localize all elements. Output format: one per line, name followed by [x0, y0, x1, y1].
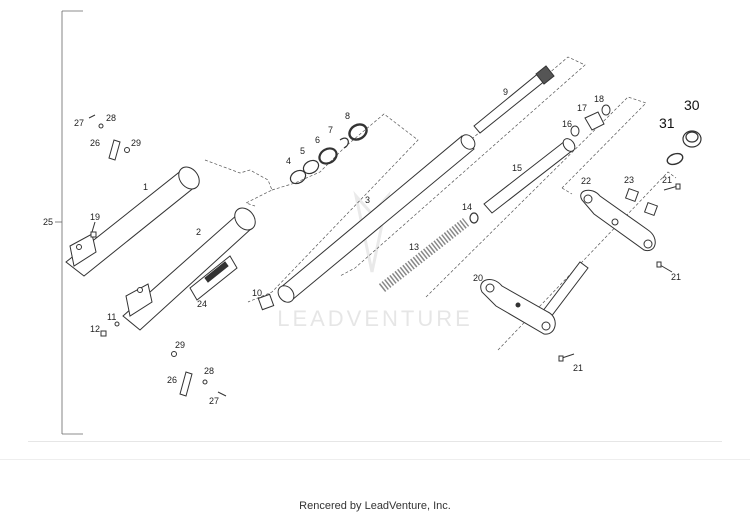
leader-lines — [204, 56, 677, 351]
ring-31 — [666, 152, 684, 166]
watermark: LEADVENTURE — [277, 190, 473, 331]
triple-clamp-22 — [580, 189, 656, 252]
callout-11: 11 — [107, 312, 116, 322]
callout-29-low: 29 — [175, 340, 185, 350]
watermark-text: LEADVENTURE — [277, 306, 473, 331]
fork-leg-2 — [122, 207, 256, 331]
spring-13 — [378, 218, 470, 292]
bolts — [90, 183, 681, 362]
fork-leg-1 — [65, 166, 200, 277]
callout-29-top: 29 — [131, 138, 141, 148]
clamps-23 — [624, 187, 659, 217]
tube-15 — [483, 138, 576, 214]
footer-credit: Rencered by LeadVenture, Inc. — [299, 500, 451, 512]
callout-27-top: 27 — [74, 118, 84, 128]
damper-rod-9 — [473, 65, 555, 134]
callout-26-low: 26 — [167, 375, 177, 385]
callout-17: 17 — [577, 103, 587, 113]
callout-12: 12 — [90, 324, 100, 334]
bushing-10 — [257, 293, 275, 311]
callout-13: 13 — [409, 242, 419, 252]
callout-3: 3 — [365, 195, 370, 205]
ring-14 — [469, 212, 479, 224]
callout-2: 2 — [196, 227, 201, 237]
seal-stack — [289, 123, 368, 185]
callout-21-mid: 21 — [671, 272, 681, 282]
callout-14: 14 — [462, 202, 472, 212]
callout-4: 4 — [286, 156, 291, 166]
callout-23: 23 — [624, 175, 634, 185]
callout-19: 19 — [90, 212, 100, 222]
callout-5: 5 — [300, 146, 305, 156]
callout-21-low: 21 — [573, 363, 583, 373]
callout-22: 22 — [581, 176, 591, 186]
assembly-bracket — [55, 10, 83, 435]
cap-30 — [682, 130, 702, 148]
callouts: 1 2 3 4 5 6 7 8 9 10 11 12 13 14 15 16 1… — [43, 87, 700, 406]
callout-9: 9 — [503, 87, 508, 97]
callout-26-top: 26 — [90, 138, 100, 148]
callout-28-low: 28 — [204, 366, 214, 376]
callout-10: 10 — [252, 288, 262, 298]
callout-31: 31 — [659, 115, 675, 131]
clip-parts — [88, 114, 227, 397]
callout-6: 6 — [315, 135, 320, 145]
callout-15: 15 — [512, 163, 522, 173]
divider-footer — [0, 459, 750, 460]
callout-28-top: 28 — [106, 113, 116, 123]
callout-27-low: 27 — [209, 396, 219, 406]
callout-8: 8 — [345, 111, 350, 121]
callout-7: 7 — [328, 125, 333, 135]
callout-20: 20 — [473, 273, 483, 283]
callout-1: 1 — [143, 182, 148, 192]
callout-21-top: 21 — [662, 175, 672, 185]
decal-24 — [189, 255, 238, 301]
callout-16: 16 — [562, 119, 572, 129]
assembly-label: 25 — [43, 217, 53, 227]
divider — [28, 441, 722, 442]
triple-clamp-20 — [480, 261, 589, 335]
callout-24: 24 — [197, 299, 207, 309]
callout-30: 30 — [684, 97, 700, 113]
inner-tube-3 — [277, 134, 476, 303]
callout-18: 18 — [594, 94, 604, 104]
small-parts-16-18 — [570, 104, 611, 137]
